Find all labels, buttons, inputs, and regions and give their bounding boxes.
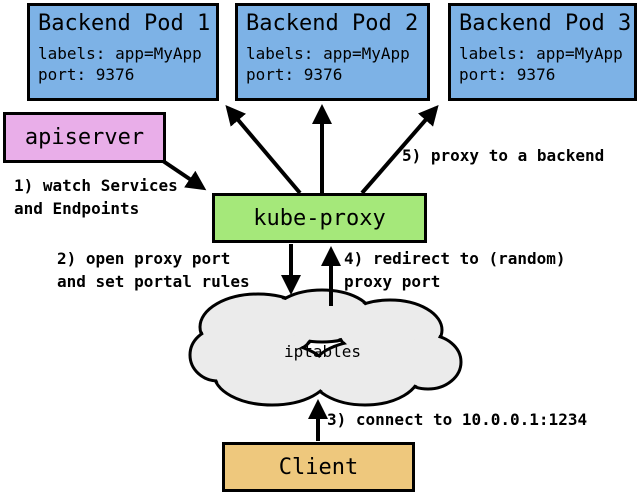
apiserver-label: apiserver bbox=[24, 125, 145, 150]
annotation-step1: 1) watch Services and Endpoints bbox=[14, 176, 178, 218]
client-label: Client bbox=[278, 454, 359, 480]
kube-proxy-box: kube-proxy bbox=[212, 193, 427, 243]
pod-title: Backend Pod 1 bbox=[38, 11, 211, 36]
annotation-step2: 2) open proxy port and set portal rules bbox=[57, 249, 250, 291]
pod-port: port: 9376 bbox=[246, 65, 343, 84]
annotation-step5: 5) proxy to a backend bbox=[402, 146, 605, 165]
pod-labels: labels: app=MyApp bbox=[459, 44, 623, 63]
client-box: Client bbox=[222, 442, 415, 492]
pod-title: Backend Pod 2 bbox=[246, 11, 419, 36]
annotation-step4: 4) redirect to (random) proxy port bbox=[344, 249, 566, 291]
pod-labels: labels: app=MyApp bbox=[246, 44, 410, 63]
iptables-label: iptables bbox=[284, 342, 362, 361]
pod-port: port: 9376 bbox=[38, 65, 135, 84]
iptables-cloud-fill bbox=[192, 292, 459, 403]
pod-labels: labels: app=MyApp bbox=[38, 44, 202, 63]
arrow-kube-proxy-to-pod3 bbox=[360, 104, 439, 195]
apiserver-box: apiserver bbox=[3, 112, 166, 163]
arrow-apiserver-to-kube-proxy bbox=[161, 159, 207, 191]
backend-pod-3-box: Backend Pod 3 labels: app=MyApp port: 93… bbox=[448, 3, 637, 101]
pod-title: Backend Pod 3 bbox=[459, 11, 632, 36]
arrow-kube-proxy-to-pod1 bbox=[225, 104, 302, 195]
backend-pod-1-box: Backend Pod 1 labels: app=MyApp port: 93… bbox=[27, 3, 219, 101]
backend-pod-2-box: Backend Pod 2 labels: app=MyApp port: 93… bbox=[235, 3, 430, 101]
pod-port: port: 9376 bbox=[459, 65, 556, 84]
annotation-step3: 3) connect to 10.0.0.1:1234 bbox=[327, 410, 588, 429]
kube-proxy-label: kube-proxy bbox=[253, 205, 386, 231]
